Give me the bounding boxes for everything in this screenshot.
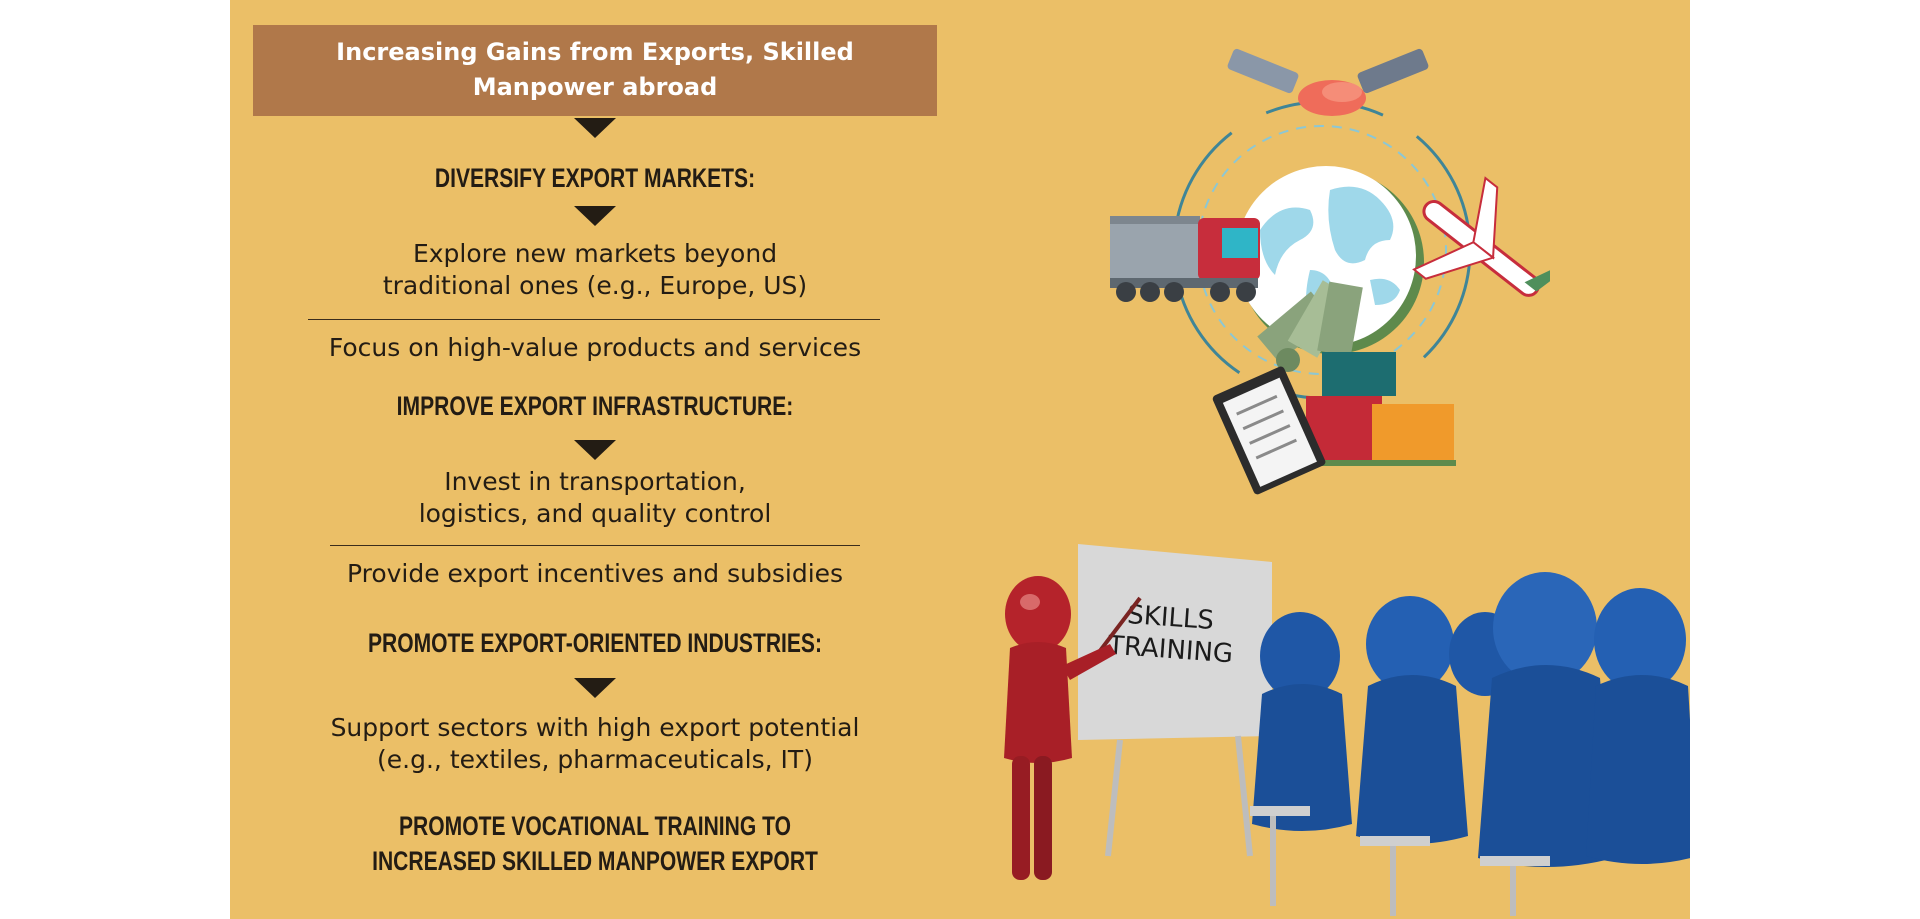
- global-trade-illustration: [1110, 48, 1550, 495]
- item-explore-line-2: traditional ones (e.g., Europe, US): [382, 271, 808, 300]
- skills-training-illustration: SKILLS TRAINING: [1004, 544, 1690, 916]
- truck-icon: [1110, 216, 1260, 302]
- section-heading-vocational-2: INCREASED SKILLED MANPOWER EXPORT: [372, 846, 818, 876]
- divider: [308, 319, 880, 320]
- title-line-2: Manpower abroad: [472, 73, 718, 101]
- item-invest-line-1: Invest in transportation,: [444, 467, 746, 496]
- teacher-figure: [1004, 576, 1142, 880]
- whiteboard: SKILLS TRAINING: [1078, 544, 1272, 857]
- orbit-ring-dashed: [1197, 125, 1447, 375]
- section-heading-diversify: DIVERSIFY EXPORT MARKETS:: [434, 163, 756, 193]
- money-icon: [1257, 280, 1363, 372]
- down-arrow-icon: [574, 440, 616, 460]
- title-line-1: Increasing Gains from Exports, Skilled: [336, 38, 854, 66]
- student-figures: [1250, 572, 1690, 916]
- item-support-line-1: Support sectors with high export potenti…: [330, 713, 860, 742]
- section-heading-vocational-1: PROMOTE VOCATIONAL TRAINING TO: [399, 811, 791, 841]
- item-invest-line-2: logistics, and quality control: [418, 499, 772, 528]
- shipping-containers-icon: [1306, 352, 1456, 466]
- clipboard-icon: [1212, 366, 1326, 495]
- airplane-icon: [1412, 176, 1550, 297]
- down-arrow-icon: [574, 118, 616, 138]
- board-text-line-1: SKILLS: [1126, 600, 1215, 636]
- item-support-line-2: (e.g., textiles, pharmaceuticals, IT): [377, 745, 813, 774]
- infographic-slide: Increasing Gains from Exports, Skilled M…: [230, 0, 1690, 919]
- handshake-icon: [1227, 48, 1429, 116]
- title-box: Increasing Gains from Exports, Skilled M…: [253, 25, 937, 116]
- section-heading-industries: PROMOTE EXPORT-ORIENTED INDUSTRIES:: [367, 628, 822, 658]
- item-incentives: Provide export incentives and subsidies: [346, 559, 844, 588]
- item-focus: Focus on high-value products and service…: [328, 333, 862, 362]
- section-heading-infrastructure: IMPROVE EXPORT INFRASTRUCTURE:: [396, 391, 794, 421]
- divider: [330, 545, 860, 546]
- down-arrow-icon: [574, 206, 616, 226]
- item-explore-line-1: Explore new markets beyond: [412, 239, 778, 268]
- down-arrow-icon: [574, 678, 616, 698]
